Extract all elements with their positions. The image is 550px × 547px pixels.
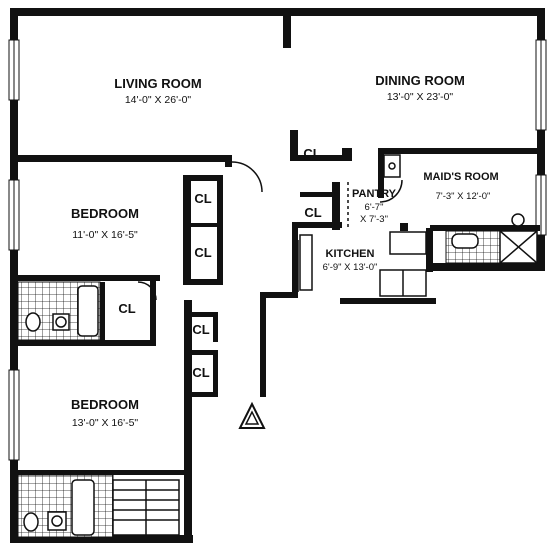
living-room-dims: 14'-0" X 26'-0" — [125, 94, 192, 106]
windows — [8, 39, 547, 461]
closet-label-bath1: CL — [118, 301, 135, 316]
closet-label-bedroom1-upper: CL — [194, 191, 211, 206]
kitchen-name: KITCHEN — [326, 248, 375, 260]
closet-label-hall-upper: CL — [192, 322, 209, 337]
stairs — [112, 479, 180, 536]
entry-marker — [238, 401, 266, 429]
interior-walls — [10, 8, 545, 475]
kitchen-fixtures — [299, 154, 427, 297]
closet-label-bedroom1-lower: CL — [194, 245, 211, 260]
maids-bathroom — [445, 213, 538, 264]
closet-label-dining: CL — [303, 146, 320, 161]
pantry-name: PANTRY — [352, 188, 397, 200]
bedroom-1-dims: 11'-0" X 16'-5" — [72, 229, 138, 241]
closet-labels: CL CL CL CL CL CL CL — [118, 146, 321, 380]
bathroom-2 — [17, 474, 180, 538]
living-room-name: LIVING ROOM — [114, 76, 201, 91]
dining-room-name: DINING ROOM — [375, 73, 465, 88]
closet-label-hall-kitchen: CL — [304, 205, 321, 220]
kitchen-dims: 6'-9" X 13'-0" — [323, 262, 378, 273]
pantry-dims-1: 6'-7" — [365, 202, 384, 213]
room-labels: LIVING ROOM 14'-0" X 26'-0" DINING ROOM … — [71, 73, 499, 429]
bathroom-1 — [17, 281, 101, 341]
bedroom-1-name: BEDROOM — [71, 206, 139, 221]
pantry-dims-2: X 7'-3" — [360, 214, 388, 225]
bedroom-2-dims: 13'-0" X 16'-5" — [72, 417, 139, 429]
maids-room-dims: 7'-3" X 12'-0" — [436, 191, 491, 202]
closet-label-hall-lower: CL — [192, 365, 209, 380]
door-swings — [137, 161, 403, 301]
bedroom-2-name: BEDROOM — [71, 397, 139, 412]
maids-room-name: MAID'S ROOM — [423, 171, 498, 183]
dining-room-dims: 13'-0" X 23'-0" — [387, 91, 454, 103]
